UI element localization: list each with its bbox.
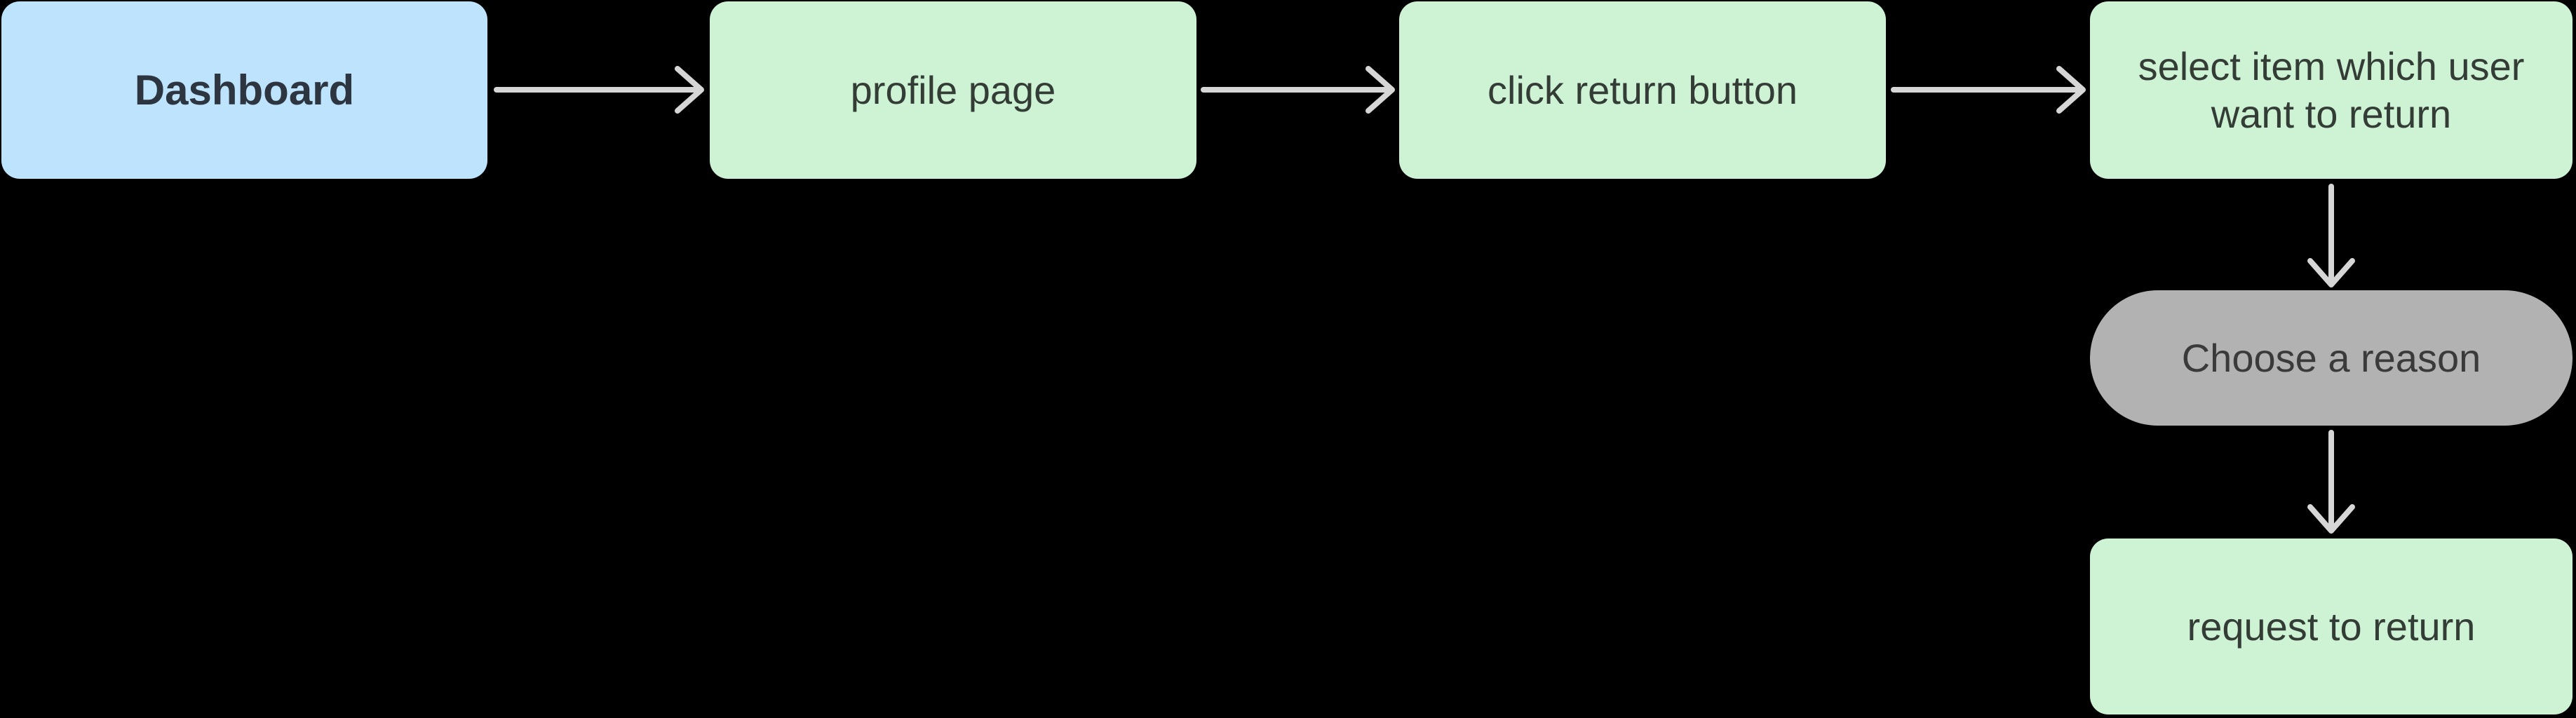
- node-dashboard-label: Dashboard: [134, 66, 355, 114]
- node-choose-reason-label: Choose a reason: [2181, 335, 2481, 380]
- arrow-profile-page-to-click-return: [1201, 66, 1395, 114]
- node-choose-reason: Choose a reason: [2090, 290, 2572, 426]
- node-select-item-label: select item which user want to return: [2138, 44, 2525, 136]
- node-request-to-return: request to return: [2090, 538, 2572, 714]
- arrow-click-return-to-select-item: [1891, 66, 2086, 114]
- node-profile-page: profile page: [710, 1, 1196, 179]
- node-select-item: select item which user want to return: [2090, 1, 2572, 179]
- node-profile-page-label: profile page: [850, 67, 1056, 112]
- node-dashboard: Dashboard: [1, 1, 487, 179]
- node-click-return-button: click return button: [1399, 1, 1886, 179]
- arrow-choose-reason-to-request-return: [2307, 430, 2355, 534]
- arrow-dashboard-to-profile-page: [494, 66, 704, 114]
- arrow-select-item-to-choose-reason: [2307, 184, 2355, 287]
- node-click-return-button-label: click return button: [1488, 67, 1798, 112]
- node-request-to-return-label: request to return: [2187, 604, 2476, 649]
